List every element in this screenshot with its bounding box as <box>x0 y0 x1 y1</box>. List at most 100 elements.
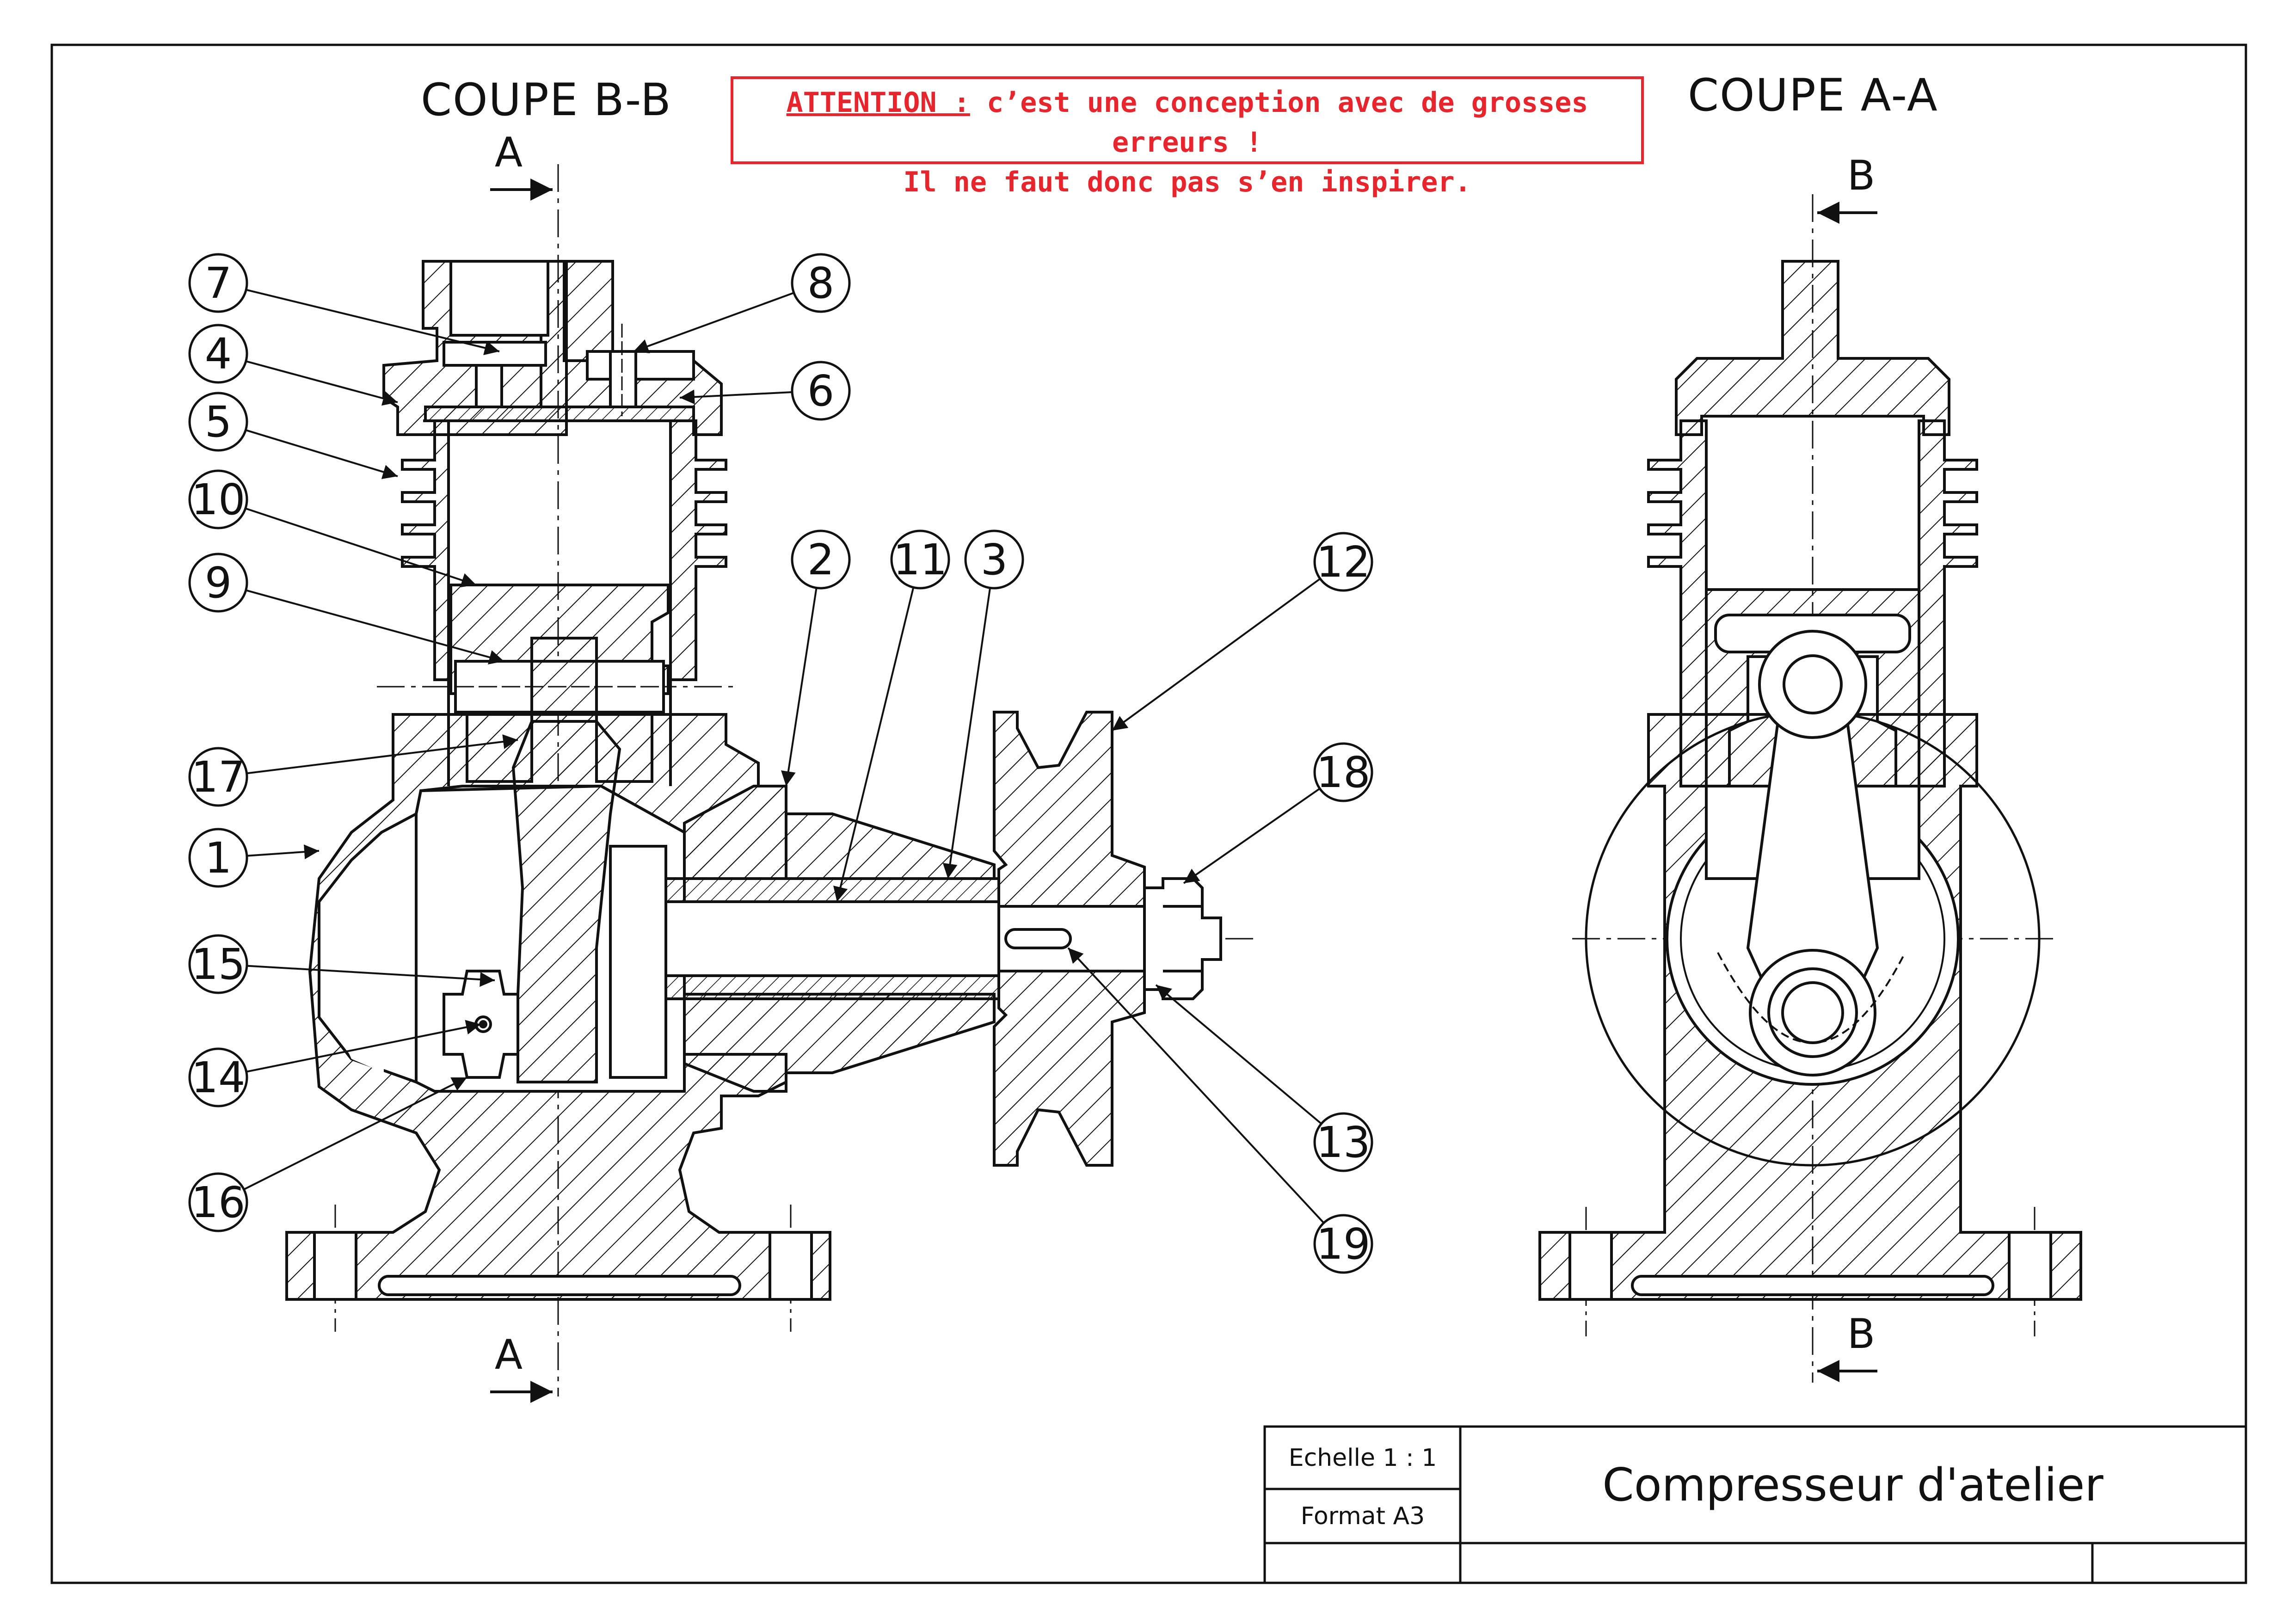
bushing-bottom <box>664 974 1000 1000</box>
inlet-port <box>449 260 549 337</box>
balloon-number: 6 <box>807 366 835 416</box>
balloon-5: 5 <box>188 392 398 479</box>
leader-line <box>245 507 477 588</box>
cylinder-aa-right <box>1918 419 1978 787</box>
balloon-circle <box>188 324 248 384</box>
balloon-circle <box>188 469 248 529</box>
balloon-17: 17 <box>188 734 518 807</box>
cut-marker-a <box>490 178 553 1403</box>
balloon-16: 16 <box>188 1077 467 1232</box>
balloon-15: 15 <box>188 934 495 994</box>
balloon-8: 8 <box>633 253 851 354</box>
balloon-circle <box>791 361 851 421</box>
balloon-number: 19 <box>1316 1219 1370 1269</box>
balloon-number: 13 <box>1316 1118 1370 1167</box>
cut-letter-b-bottom: B <box>1847 1310 1875 1358</box>
cut-letter-a-bottom: A <box>495 1331 523 1378</box>
balloon-number: 17 <box>191 752 245 802</box>
title-block <box>1263 1425 2247 1584</box>
balloon-number: 4 <box>205 329 232 379</box>
cut-letter-b-top: B <box>1847 152 1875 199</box>
format-cell: Format A3 <box>1300 1502 1425 1530</box>
crankshaft <box>664 900 1000 977</box>
warning-text-1: c’est une conception avec de grosses err… <box>970 86 1588 159</box>
leader-line <box>833 587 915 902</box>
head-aa <box>1675 260 1950 436</box>
balloon-circle <box>188 553 248 613</box>
bushing-top <box>664 877 1000 903</box>
warning-box: ATTENTION : c’est une conception avec de… <box>731 76 1644 198</box>
crank-web <box>609 845 667 1079</box>
leader-line <box>246 844 320 860</box>
connecting-rod <box>511 637 621 1083</box>
pulley <box>993 711 1146 908</box>
balloon-number: 14 <box>191 1053 245 1102</box>
balloon-11: 11 <box>833 529 950 902</box>
balloon-circle <box>188 1047 248 1107</box>
leader-line <box>246 734 518 775</box>
view-title-bb: COUPE B-B <box>421 74 672 126</box>
balloon-2: 2 <box>781 529 851 787</box>
leader-line <box>243 1077 467 1190</box>
balloon-number: 15 <box>191 940 245 989</box>
bearing-housing <box>683 785 996 880</box>
drawing-title: Compresseur d'atelier <box>1602 1458 2103 1512</box>
balloon-7: 7 <box>188 253 500 355</box>
balloon-19: 19 <box>1067 947 1373 1274</box>
balloon-circle <box>188 1172 248 1232</box>
warning-line-2: Il ne faut donc pas s’en inspirer. <box>903 166 1471 198</box>
balloon-number: 12 <box>1316 537 1370 587</box>
section-view-aa <box>1538 194 2082 1383</box>
small-end <box>1758 630 1867 739</box>
balloon-circle <box>188 253 248 313</box>
balloon-circle <box>964 529 1024 590</box>
cylinder-aa-left <box>1647 419 1708 787</box>
balloon-number: 18 <box>1316 748 1370 797</box>
base-left-hole <box>313 1231 357 1301</box>
balloon-18: 18 <box>1183 742 1373 884</box>
balloon-circle <box>1313 1112 1373 1172</box>
balloon-circle <box>791 253 851 313</box>
balloon-9: 9 <box>188 553 504 664</box>
balloon-circle <box>188 392 248 452</box>
leader-line <box>633 292 794 354</box>
balloon-circle <box>188 828 248 888</box>
cylinder-right-wall <box>669 419 727 681</box>
balloon-circle <box>890 529 950 590</box>
balloon-number: 3 <box>981 535 1008 584</box>
cut-letter-a-top: A <box>495 129 523 176</box>
balloon-1: 1 <box>188 828 320 888</box>
balloon-circle <box>188 747 248 807</box>
balloon-12: 12 <box>1111 532 1373 732</box>
balloon-number: 2 <box>807 535 835 584</box>
section-view-bb <box>285 164 1258 1396</box>
cut-marker-b <box>1817 202 1877 1382</box>
key-slot <box>1004 928 1072 949</box>
balloon-number: 16 <box>191 1178 245 1227</box>
leader-line <box>245 429 398 479</box>
leader-line <box>246 965 495 987</box>
balloon-3: 3 <box>942 529 1024 879</box>
balloon-6: 6 <box>679 361 851 421</box>
leader-line <box>1111 578 1321 732</box>
cylinder-left-wall <box>401 419 450 681</box>
scale-cell: Echelle 1 : 1 <box>1288 1444 1437 1472</box>
balloon-circle <box>1313 532 1373 592</box>
balloon-4: 4 <box>188 324 398 406</box>
leader-line <box>1067 947 1325 1224</box>
balloon-number: 8 <box>807 258 835 308</box>
leader-line <box>246 289 500 355</box>
outlet-valve <box>586 350 695 381</box>
leader-line <box>781 587 818 787</box>
balloon-10: 10 <box>188 469 477 588</box>
base-slot-aa <box>1631 1275 1994 1296</box>
sheet-border <box>50 43 2247 1584</box>
balloon-number: 9 <box>205 558 232 608</box>
leader-line <box>246 1020 481 1073</box>
balloon-number: 10 <box>191 475 245 524</box>
valve-plate <box>424 406 695 422</box>
base-slot <box>378 1275 741 1296</box>
